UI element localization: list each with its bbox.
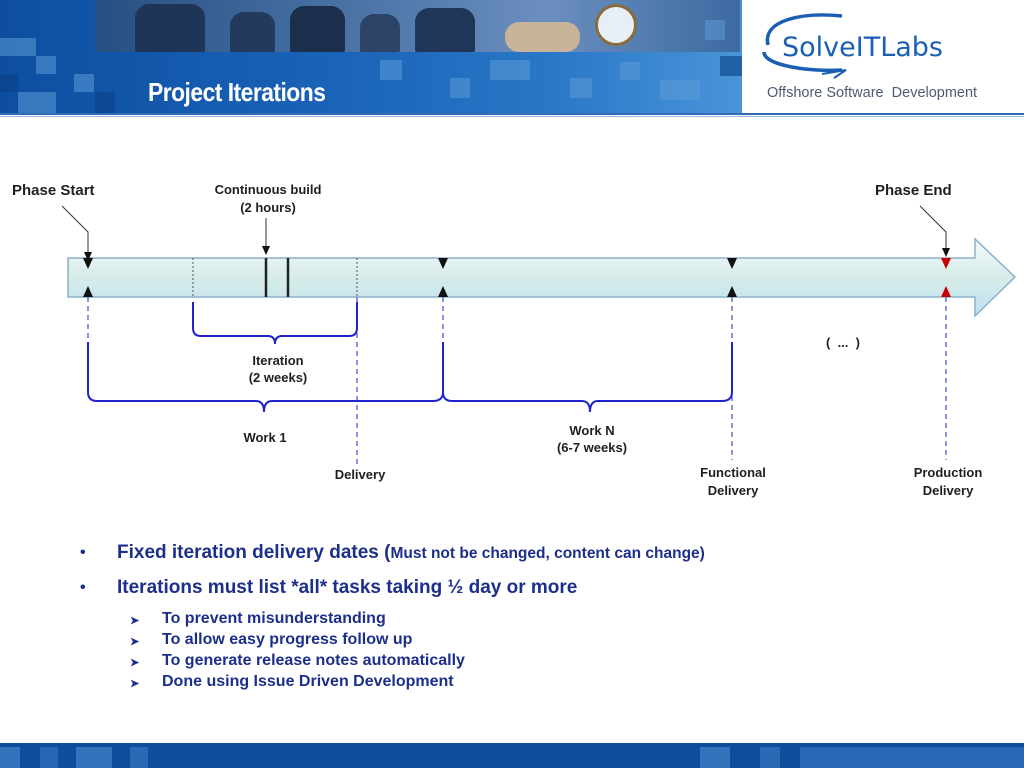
sub-bullet-item: Done using Issue Driven Development [162,673,454,691]
work1-label: Work 1 [243,430,286,445]
footer-band [0,743,1024,768]
production-delivery-label-2: Delivery [923,483,974,498]
arrow-bullet-icon: ➤ [130,677,139,690]
continuous-build-label: Continuous build [215,182,322,197]
iteration-duration: (2 weeks) [249,370,308,385]
slide-title: Project Iterations [148,77,325,108]
iteration-label: Iteration [252,353,303,368]
header-banner [0,0,742,113]
logo-text: SolveITLabs [782,32,943,63]
phase-start-pointer [62,206,88,260]
bullet-icon: • [80,579,86,597]
workn-bracket [443,342,732,412]
functional-delivery-label-2: Delivery [708,483,759,498]
bullet-main-text: Fixed iteration delivery dates ( [117,542,390,563]
photo-figure [290,6,345,52]
slide-header: Project Iterations SolveITLabs Offshore … [0,0,1024,118]
delivery-guides [88,297,946,464]
clock-icon [595,4,637,46]
header-divider [0,113,1024,115]
photo-figure [415,8,475,52]
arrow-bullet-icon: ➤ [130,635,139,648]
build-pointer-head [262,246,270,255]
delivery-label: Delivery [335,467,386,482]
photo-figure [230,12,275,52]
sub-bullet-item: To prevent misunderstanding [162,610,386,628]
phase-end-pointer-head [942,248,950,257]
workn-label: Work N [569,423,614,438]
header-divider-thin [0,116,1024,117]
phase-start-label: Phase Start [12,182,95,199]
duration-brackets [88,302,732,412]
timeline-arrow [68,239,1015,316]
tagline: Offshore Software Development [767,85,977,101]
arrow-bullet-icon: ➤ [130,656,139,669]
sub-bullet-item: To allow easy progress follow up [162,631,412,649]
sub-bullet-item: To generate release notes automatically [162,652,465,670]
continuous-build-duration: (2 hours) [240,200,296,215]
phase-end-pointer [920,206,946,254]
bullet-icon: • [80,544,86,562]
iteration-timeline-diagram: Phase Start Continuous build (2 hours) P… [0,120,1024,520]
bullet-item: Fixed iteration delivery dates (Must not… [117,542,705,564]
business-photo-strip [95,0,740,52]
functional-delivery-label: Functional [700,465,766,480]
photo-figure [135,4,205,52]
production-delivery-label: Production [914,465,983,480]
workn-duration: (6-7 weeks) [557,440,627,455]
bullet-item: Iterations must list *all* tasks taking … [117,577,577,599]
photo-figure [360,14,400,52]
phase-end-label: Phase End [875,182,952,199]
arrow-bullet-icon: ➤ [130,614,139,627]
bullet-small-text: Must not be changed, content can change) [390,545,704,562]
iteration-bracket [193,302,357,344]
handshake-figure [505,22,580,52]
ellipsis-label: ( ... ) [826,335,860,350]
